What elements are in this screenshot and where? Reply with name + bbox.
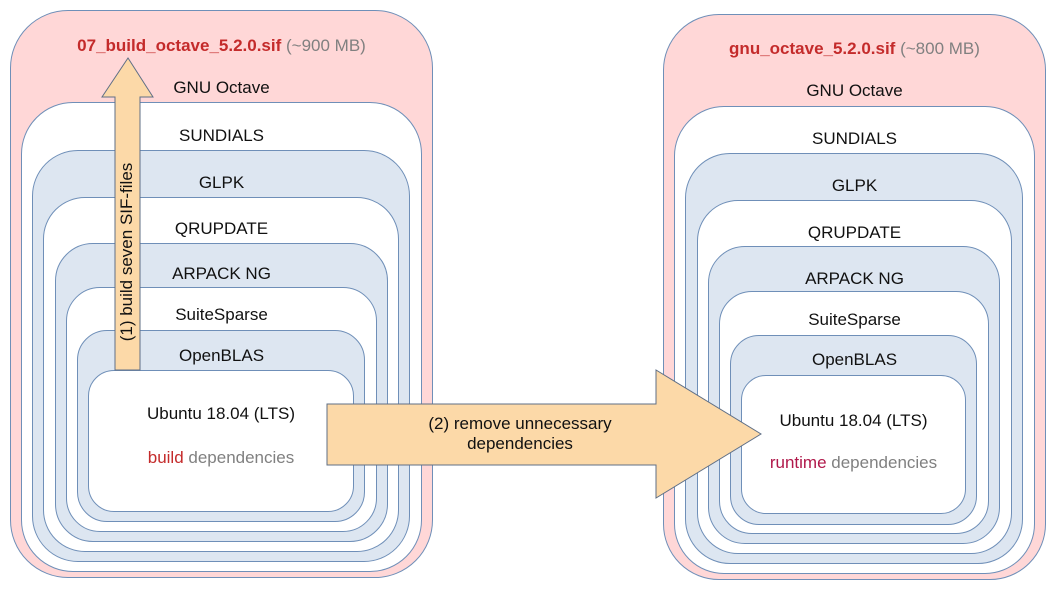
left-deps: build dependencies (88, 448, 354, 468)
arrow-up-label: (1) build seven SIF-files (117, 162, 136, 342)
left-label-glpk: GLPK (198, 173, 245, 192)
right-label-ubuntu: Ubuntu 18.04 (LTS) (779, 411, 928, 430)
right-image-size: (~800 MB) (900, 39, 980, 58)
arrow-right-label-line2: dependencies (467, 434, 573, 453)
left-label-gnu-octave: GNU Octave (173, 78, 270, 97)
left-image-title: 07_build_octave_5.2.0.sif (~900 MB) (10, 36, 433, 56)
left-image-name: 07_build_octave_5.2.0.sif (77, 36, 282, 55)
left-deps-keyword: build (147, 448, 184, 467)
left-label-suitesparse: SuiteSparse (175, 305, 268, 324)
left-image-size: (~900 MB) (286, 36, 366, 55)
right-label-qrupdate: QRUPDATE (807, 223, 902, 242)
right-deps-rest: dependencies (826, 453, 938, 472)
right-image-name: gnu_octave_5.2.0.sif (729, 39, 896, 58)
arrow-right-label-line1: (2) remove unnecessary (428, 414, 612, 433)
left-label-qrupdate: QRUPDATE (174, 219, 269, 238)
left-layer-ubuntu (88, 370, 354, 512)
right-layer-ubuntu (741, 375, 966, 514)
left-label-ubuntu: Ubuntu 18.04 (LTS) (146, 404, 296, 423)
right-label-arpack: ARPACK NG (805, 269, 904, 288)
left-label-openblas: OpenBLAS (178, 346, 265, 365)
left-label-sundials: SUNDIALS (178, 126, 265, 145)
right-image-title: gnu_octave_5.2.0.sif (~800 MB) (663, 39, 1046, 59)
right-deps: runtime dependencies (741, 453, 966, 473)
left-label-arpack: ARPACK NG (172, 264, 271, 283)
arrow-right (326, 369, 762, 499)
right-label-gnu-octave: GNU Octave (806, 81, 903, 100)
right-label-openblas: OpenBLAS (811, 350, 898, 369)
arrow-right-label: (2) remove unnecessary dependencies (400, 414, 640, 454)
right-label-suitesparse: SuiteSparse (808, 310, 901, 329)
arrow-up (101, 57, 154, 371)
right-label-glpk: GLPK (831, 176, 878, 195)
left-deps-rest: dependencies (183, 448, 295, 467)
right-label-sundials: SUNDIALS (811, 129, 898, 148)
right-deps-keyword: runtime (769, 453, 827, 472)
